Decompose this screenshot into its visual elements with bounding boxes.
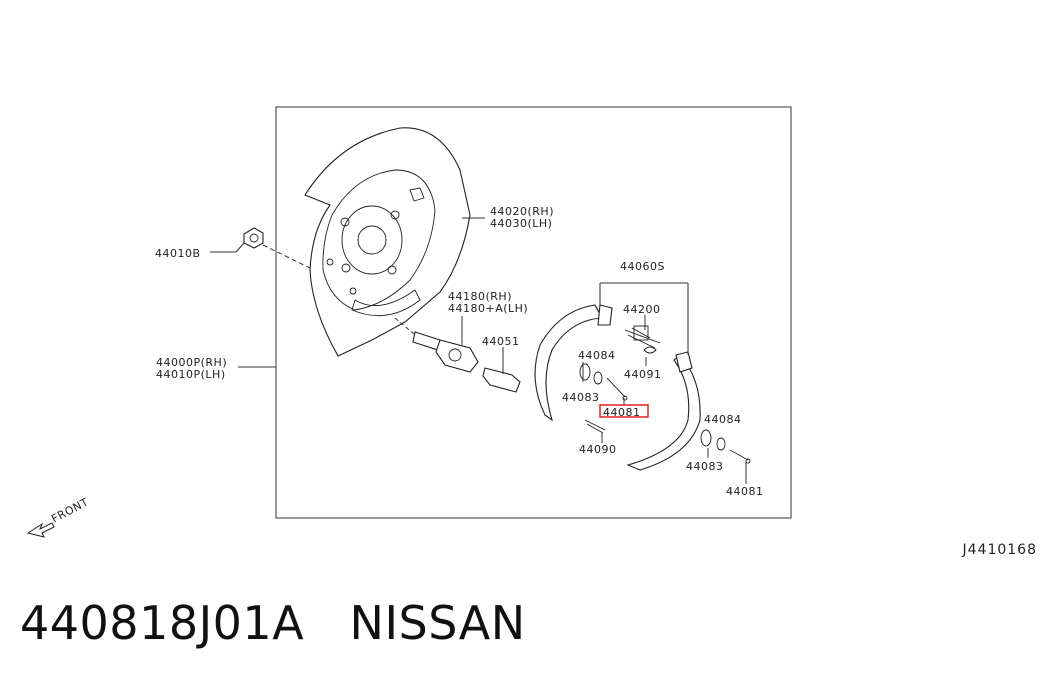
leader-lines (238, 217, 747, 484)
label-44084-lower: 44084 (704, 413, 742, 426)
diagram-frame (275, 106, 792, 519)
label-44030: 44030(LH) (490, 217, 552, 230)
label-44091: 44091 (624, 368, 662, 381)
highlight-box-44081 (599, 404, 649, 418)
part-number: 440818J01A (20, 596, 305, 650)
label-44090: 44090 (579, 443, 617, 456)
label-44200: 44200 (623, 303, 661, 316)
caption: 440818J01A NISSAN (20, 596, 526, 650)
brand-name: NISSAN (349, 596, 526, 650)
label-44010p: 44010P(LH) (156, 368, 226, 381)
label-44180-lh: 44180+A(LH) (448, 302, 528, 315)
front-arrow-icon (26, 522, 55, 538)
label-44084-upper: 44084 (578, 349, 616, 362)
label-44020: 44020(RH) (490, 205, 554, 218)
backing-plate-drawing (304, 127, 471, 357)
front-label: FRONT (49, 495, 90, 525)
label-44010b: 44010B (155, 247, 201, 260)
label-44060s: 44060S (620, 260, 665, 273)
label-44081-highlighted: 44081 (603, 406, 641, 419)
catalog-code: J4410168 (962, 542, 1037, 558)
hub-bolt-drawing (210, 227, 311, 269)
label-44083-lower: 44083 (686, 460, 724, 473)
label-44180-rh: 44180(RH) (448, 290, 512, 303)
label-44081-lower: 44081 (726, 485, 764, 498)
brake-shoe-drawing (534, 304, 701, 471)
label-44000p: 44000P(RH) (156, 356, 227, 369)
spring-pin-drawing (579, 325, 751, 464)
adjuster-drawing (394, 316, 521, 393)
label-44051: 44051 (482, 335, 520, 348)
label-44083-upper: 44083 (562, 391, 600, 404)
